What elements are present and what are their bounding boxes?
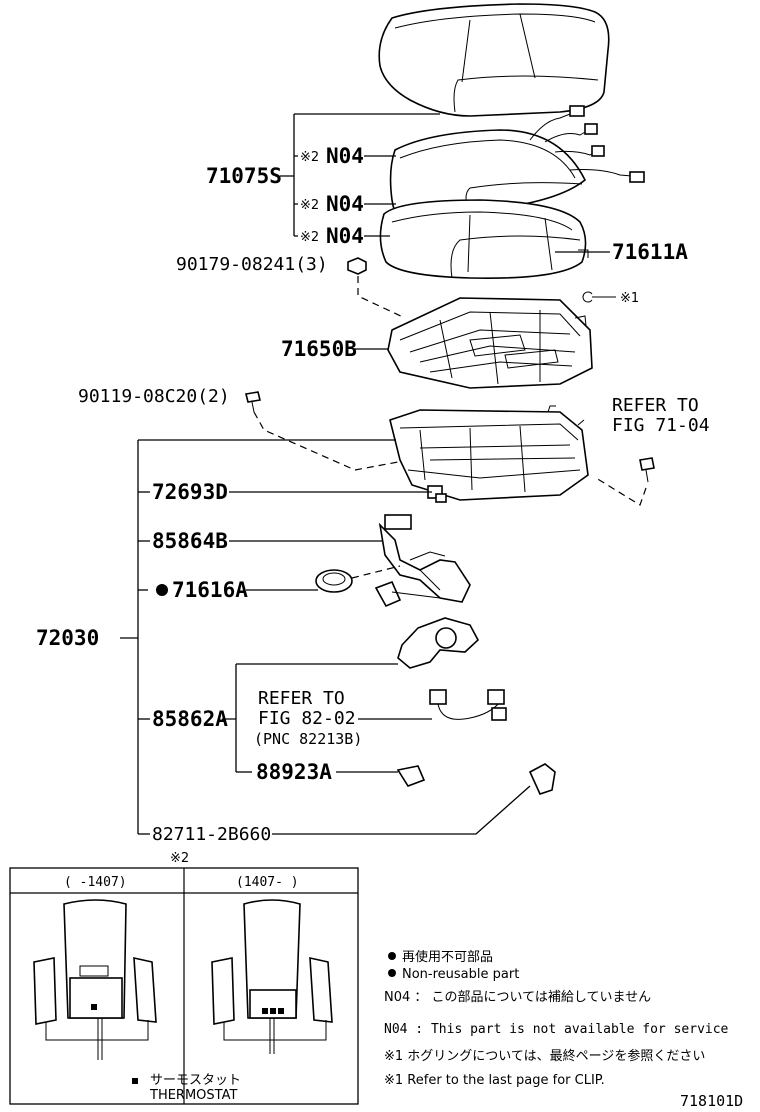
refer-fig82-line1: REFER TO [258, 688, 345, 709]
nut-90179-drawing [347, 257, 367, 275]
hog-ring-icon [582, 291, 616, 303]
thermostat-label-en: THERMOSTAT [149, 1088, 237, 1103]
heater-layout-left [33, 899, 157, 1060]
clip-88923A-drawing [396, 765, 426, 787]
pnc-reference: (PNC 82213B) [254, 730, 362, 748]
heater-layout-right [211, 899, 333, 1054]
seat-cushion-cover-drawing [378, 3, 610, 117]
part-number-71075S: 71075S [206, 164, 282, 188]
part-number-85862A: 85862A [152, 707, 228, 731]
leader-lines [120, 113, 610, 835]
part-number-71650B: 71650B [281, 337, 357, 361]
inset-left-header: ( -1407) [64, 875, 127, 890]
bolt-right-drawing [639, 457, 655, 483]
legend-nonreusable-jp: 再使用不可部品 [402, 949, 493, 965]
part-number-72693D: 72693D [152, 480, 228, 504]
part-number-88923A: 88923A [256, 760, 332, 784]
part-number-82711: 82711-2B660 [152, 824, 271, 845]
connector-82711-drawing [528, 763, 556, 795]
seat-frame-drawing [389, 405, 589, 503]
thermostat-marker-right-a [262, 1008, 268, 1014]
part-n04-c: N04 [326, 224, 364, 248]
note2-mark-c: ※2 [300, 230, 319, 245]
note2-mark-a: ※2 [300, 150, 319, 165]
part-n04-b: N04 [326, 192, 364, 216]
figure-id: 718101D [680, 1092, 743, 1110]
note1-mark: ※1 [620, 291, 639, 306]
part-n04-a: N04 [326, 144, 364, 168]
seat-frame-spring-drawing [387, 297, 593, 389]
refer-fig71-line2: FIG 71-04 [612, 415, 710, 436]
thermostat-label-jp: サーモスタット [150, 1073, 241, 1088]
dash-line-bolt [253, 411, 399, 471]
part-number-71616A: 71616A [172, 578, 248, 602]
legend-n04-en: N04 : This part is not available for ser… [384, 1022, 729, 1037]
cushion-pad-drawing [379, 199, 589, 279]
dash-line-bolt-right [595, 477, 647, 506]
part-number-72030: 72030 [36, 626, 99, 650]
inset-right-header: (1407- ) [236, 875, 299, 890]
part-number-90119: 90119-08C20(2) [78, 386, 230, 407]
legend-note1-en: ※1 Refer to the last page for CLIP. [384, 1073, 605, 1088]
legend-dot-icon-jp [388, 952, 396, 960]
thermostat-pad-71616A-drawing [315, 569, 353, 593]
thermostat-marker-left [91, 1004, 97, 1010]
legend-dot-icon-en [388, 969, 396, 977]
part-number-90179: 90179-08241(3) [176, 254, 328, 275]
refer-fig71-line1: REFER TO [612, 395, 699, 416]
thermostat-legend-icon [132, 1078, 138, 1084]
part-number-71611A: 71611A [612, 240, 688, 264]
bolt-90119-drawing [245, 391, 261, 413]
wire-harness-85864B-drawing [374, 514, 471, 608]
legend-note1-jp: ※1 ホグリングについては、最終ページを参照ください [384, 1048, 705, 1064]
non-reusable-dot-icon [156, 584, 168, 596]
note2-mark-b: ※2 [300, 198, 319, 213]
legend-nonreusable-en: Non-reusable part [402, 967, 519, 982]
thermostat-marker-right-c [278, 1008, 284, 1014]
part-number-85864B: 85864B [152, 529, 228, 553]
thermostat-marker-right-b [270, 1008, 276, 1014]
inset-panel: ( -1407) (1407- ) [9, 867, 359, 1105]
inset-title: ※2 [170, 851, 189, 866]
legend-n04-jp: N04 ： この部品については補給していません [384, 990, 651, 1005]
dash-line-nut [357, 276, 406, 319]
dash-line-pad [351, 565, 401, 579]
refer-fig82-line2: FIG 82-02 [258, 708, 356, 729]
wire-harness-85862A-drawing [397, 617, 507, 721]
